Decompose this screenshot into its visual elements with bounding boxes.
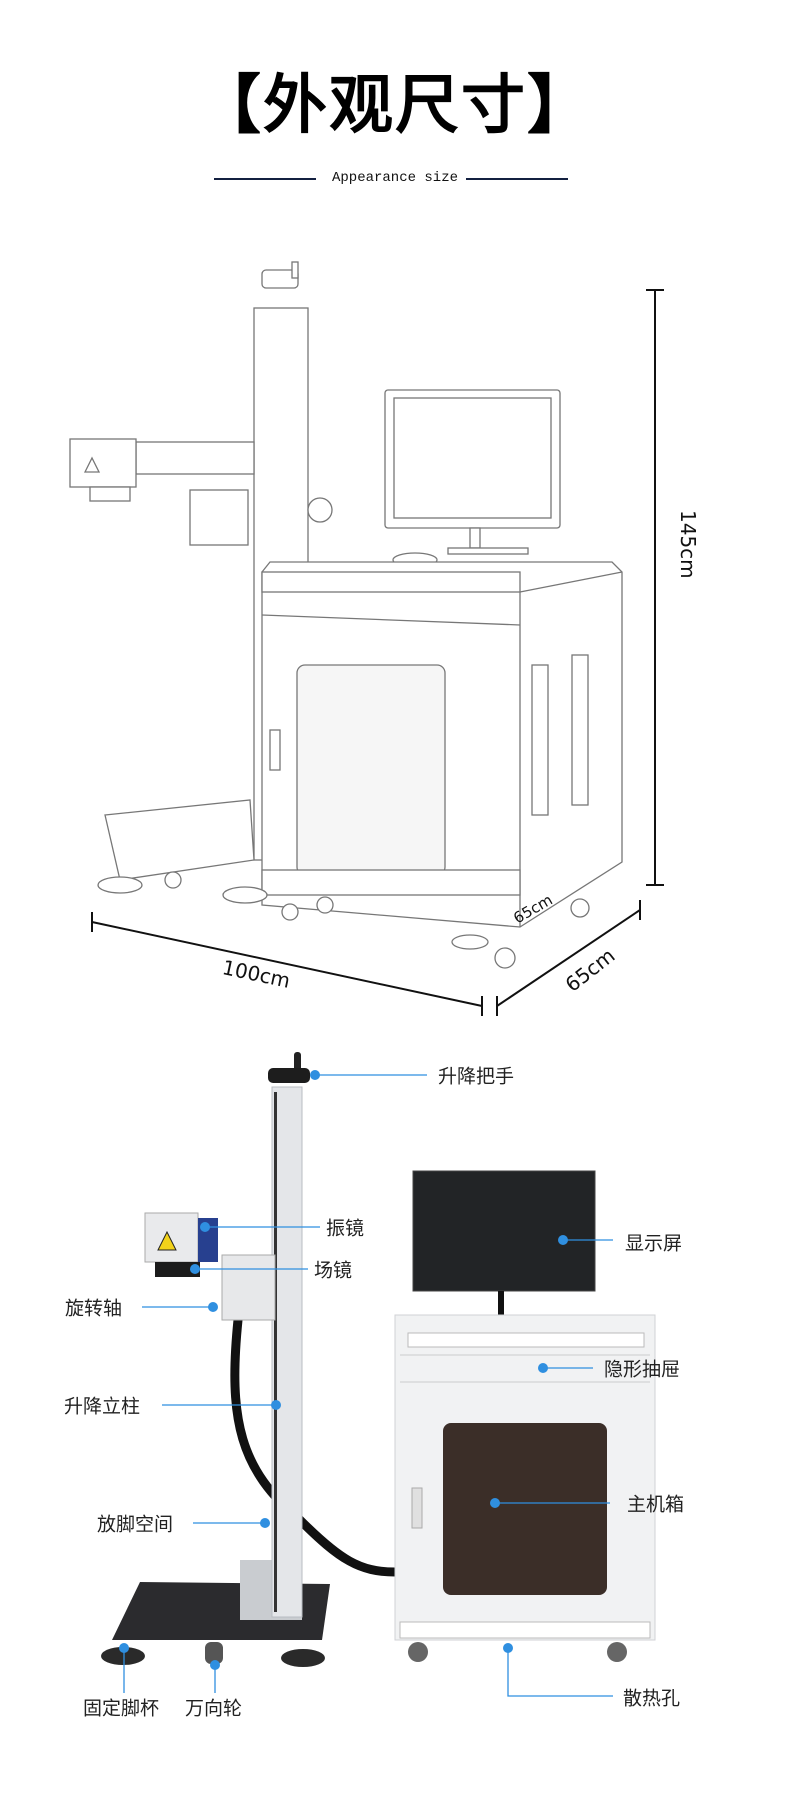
- foot-cup-right: [281, 1649, 325, 1667]
- callout-dot: [210, 1660, 220, 1670]
- title-rule-left: [214, 178, 316, 180]
- callout-dot: [490, 1498, 500, 1508]
- galvo-box: [144, 1212, 199, 1263]
- fiber-cable: [230, 1319, 396, 1577]
- callout-dot: [558, 1235, 568, 1245]
- label-main-cabinet: 主机箱: [627, 1493, 685, 1516]
- callout-dot: [208, 1302, 218, 1312]
- monitor: [412, 1170, 596, 1292]
- label-hidden-drawer: 隐形抽屉: [604, 1358, 681, 1381]
- callout-dot: [538, 1363, 548, 1373]
- sketch-handle: [261, 269, 299, 289]
- callout-dot: [119, 1643, 129, 1653]
- label-monitor: 显示屏: [625, 1232, 683, 1255]
- sketch-base-plate: [104, 799, 255, 881]
- callout-dot: [310, 1070, 320, 1080]
- callout-dot: [503, 1643, 513, 1653]
- width-dimension-line: [91, 921, 483, 1007]
- handle-knob: [268, 1068, 310, 1083]
- sketch-mount: [189, 489, 249, 546]
- foot-cup-left: [101, 1647, 145, 1665]
- label-fixed-foot-cup: 固定脚杯: [83, 1697, 160, 1720]
- callout-dot: [190, 1264, 200, 1274]
- machine-sketch: [69, 261, 664, 1016]
- label-lift-column: 升降立柱: [64, 1395, 141, 1418]
- callout-dot: [200, 1222, 210, 1232]
- door-window: [443, 1423, 607, 1595]
- page-subtitle: Appearance size: [331, 170, 459, 186]
- callout-dot: [260, 1518, 270, 1528]
- label-caster: 万向轮: [185, 1697, 243, 1720]
- depth-dimension-line: [496, 909, 641, 1007]
- label-field-lens: 场镜: [314, 1259, 353, 1282]
- page-title: 【外观尺寸】: [197, 69, 593, 143]
- callout-dot: [271, 1400, 281, 1410]
- handle-stick: [294, 1052, 301, 1072]
- label-rotary-axis: 旋转轴: [65, 1297, 123, 1320]
- label-lift-handle: 升降把手: [438, 1065, 515, 1088]
- head-mount: [221, 1254, 276, 1321]
- label-galvo: 振镜: [326, 1217, 365, 1240]
- title-rule-right: [466, 178, 568, 180]
- caster-wheel: [205, 1642, 223, 1664]
- label-vent-holes: 散热孔: [623, 1687, 681, 1710]
- label-foot-space: 放脚空间: [97, 1513, 174, 1536]
- bottom-vent: [399, 1621, 651, 1639]
- top-vent: [407, 1332, 645, 1348]
- field-lens: [155, 1262, 200, 1277]
